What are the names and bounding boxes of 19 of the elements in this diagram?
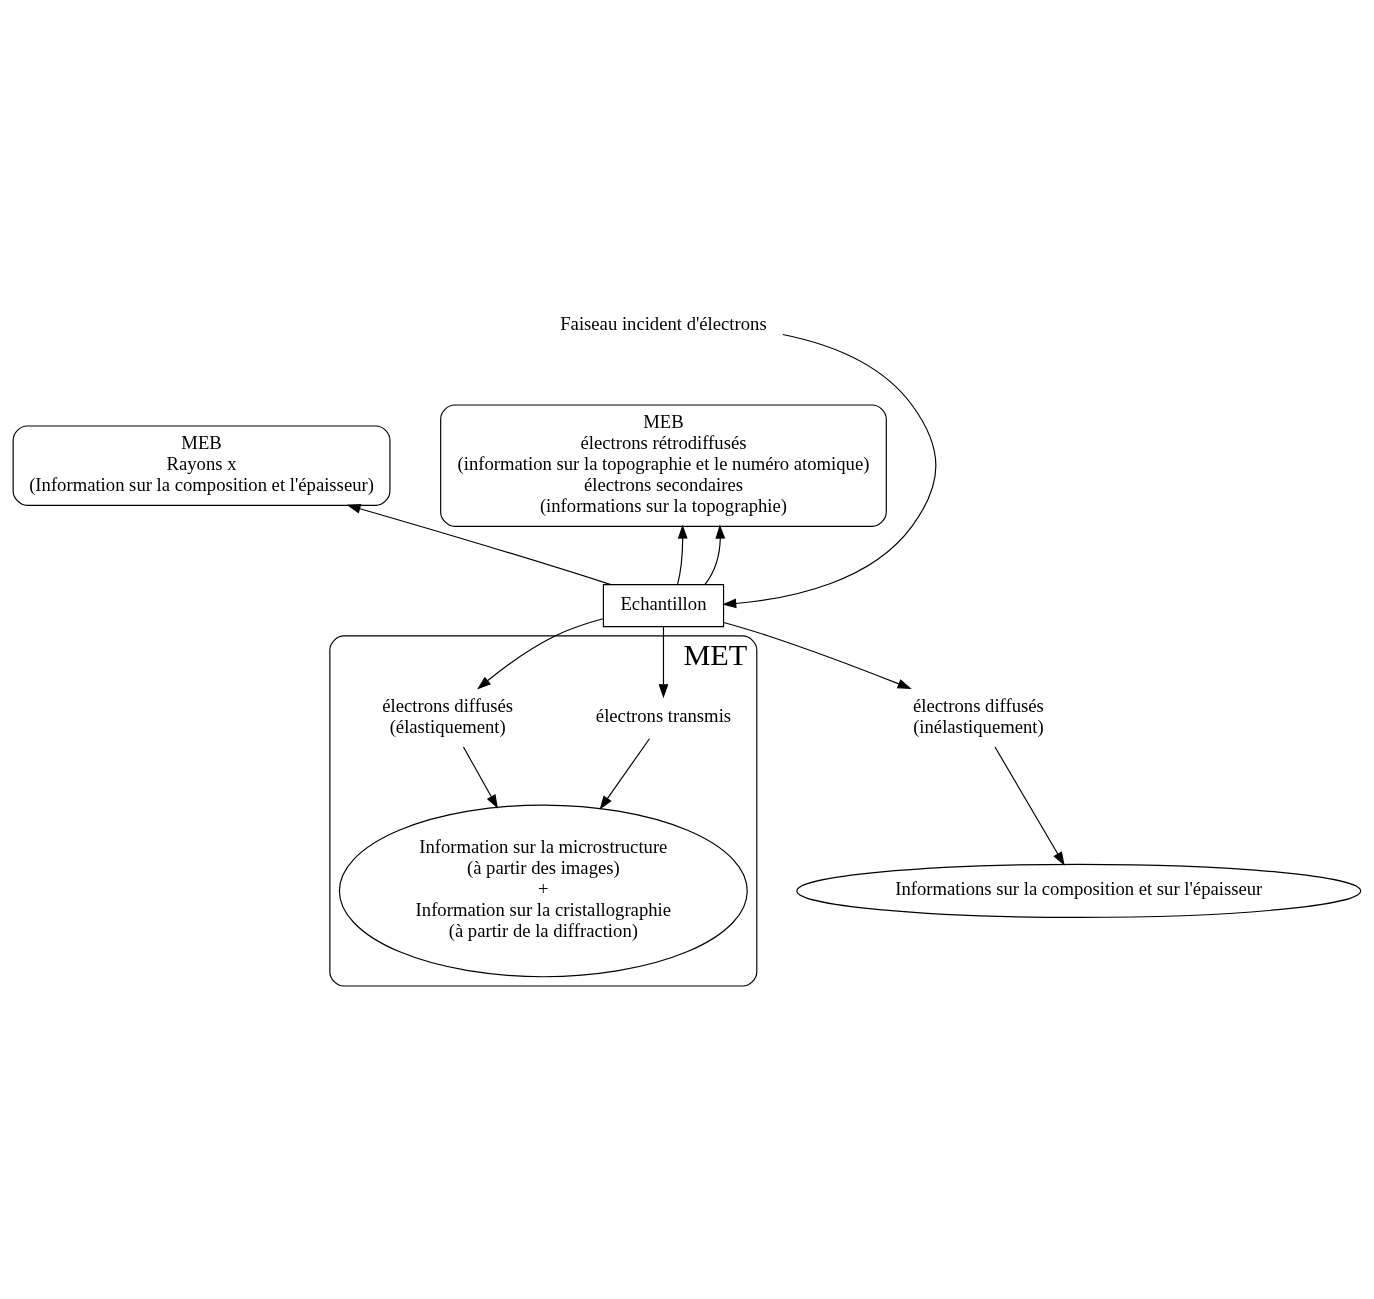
arrow (462, 745, 498, 809)
arrow (676, 524, 688, 585)
node-text: Faiseau incident d'électrons (560, 312, 767, 334)
arrow (722, 333, 937, 608)
arrow (658, 625, 669, 698)
node-text: électrons diffusés (élastiquement) (382, 694, 514, 737)
node-ellipse: Information sur la microstructure (à partir des images) + Information sur la cristallographie (à partir de la diffraction) (338, 803, 748, 977)
arrow (994, 745, 1065, 866)
node-text: électrons diffusés (inélastiquement) (913, 694, 1044, 737)
arrow (599, 737, 651, 810)
node-box: MEB Rayons x (Information sur la composition et l'épaisseur) (12, 424, 391, 506)
arrow (723, 621, 912, 689)
arrow (477, 617, 604, 689)
node-ellipse: Informations sur la composition et sur l'épaisseur (796, 863, 1362, 918)
arrow (346, 503, 612, 585)
node-box: MEB électrons rétrodiffusés (information sur la topographie et le numéro atomique) électrons secondaires (informations sur la topographie) (440, 403, 887, 527)
arrow (704, 524, 726, 585)
node-box: Echantillon (602, 583, 725, 627)
node-text: électrons transmis (595, 704, 732, 726)
